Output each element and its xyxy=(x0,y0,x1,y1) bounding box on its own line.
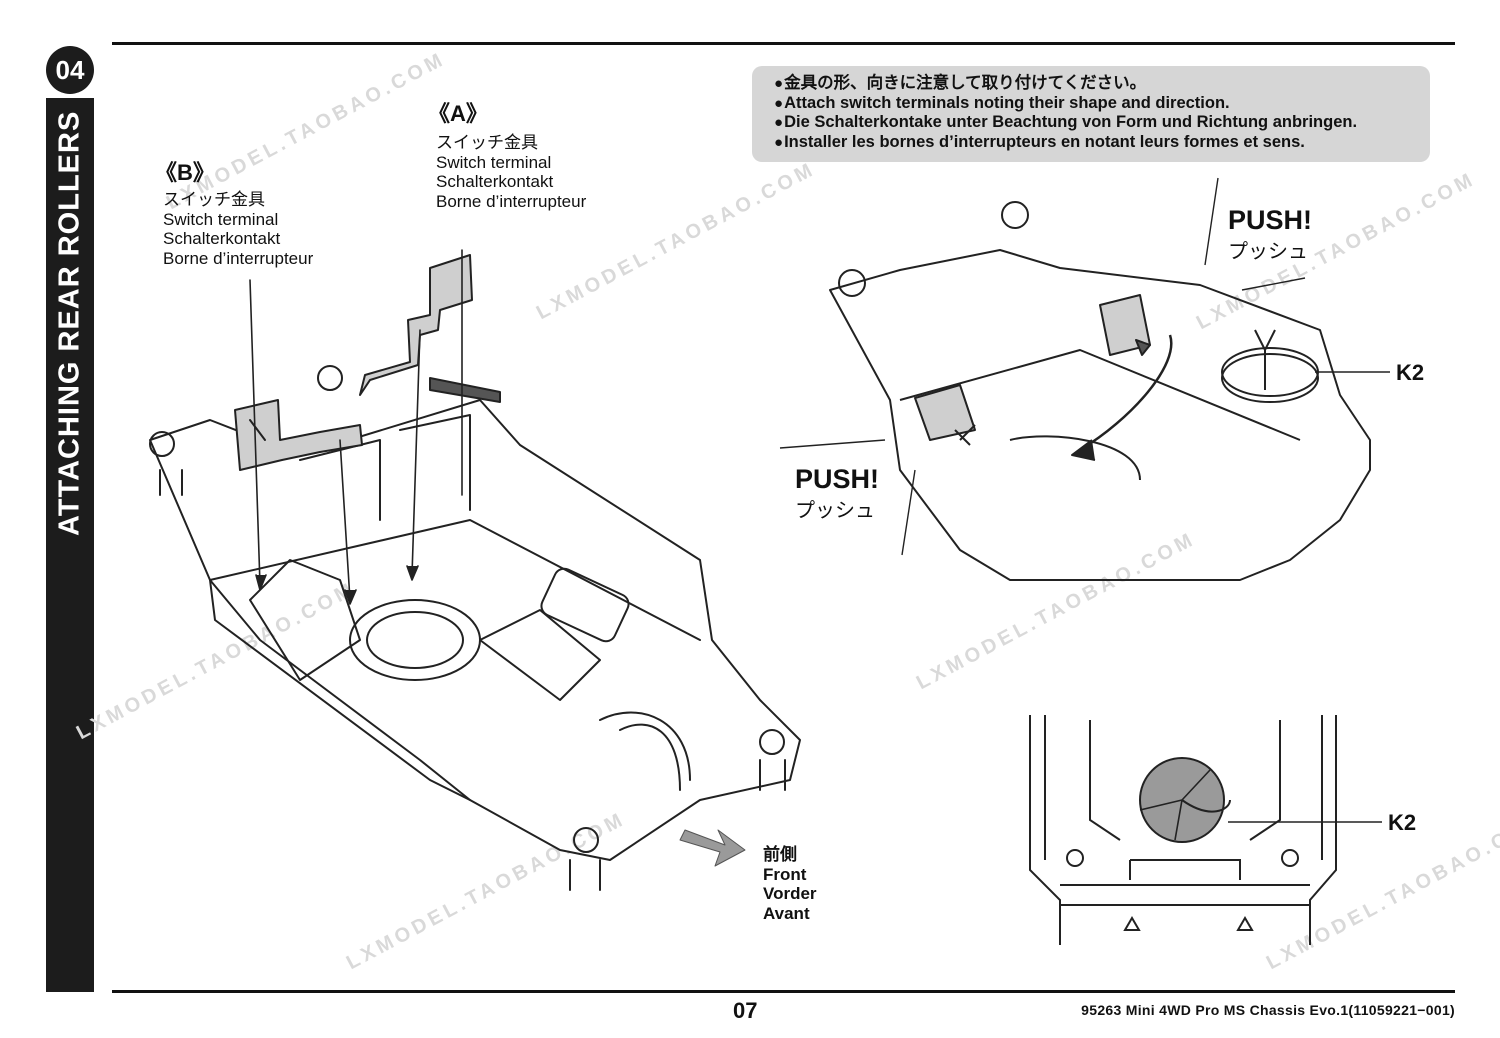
part-b-marker: 《B》 xyxy=(155,160,215,185)
front-direction-label: 前側 Front Vorder Avant xyxy=(763,845,817,923)
k2-top-view-diagram xyxy=(1029,715,1382,945)
part-a-label: スイッチ金具 Switch terminal Schalterkontakt B… xyxy=(436,133,587,211)
top-rule xyxy=(112,42,1455,45)
k2-label-top: K2 xyxy=(1396,360,1425,385)
bottom-rule xyxy=(112,990,1455,993)
switch-terminal-b xyxy=(234,399,363,471)
note-line-en: ●Attach switch terminals noting their sh… xyxy=(774,93,1230,112)
push-label-left: PUSH! プッシュ xyxy=(795,464,880,522)
part-a-marker: 《A》 xyxy=(428,101,488,126)
chassis-left-diagram xyxy=(149,365,801,891)
page-number: 07 xyxy=(733,998,758,1023)
section-sidebar xyxy=(46,98,94,992)
k2-label-bottom: K2 xyxy=(1388,810,1417,835)
step-number-badge: 04 xyxy=(46,46,94,94)
k2-roller-part xyxy=(1221,353,1319,403)
product-reference: 95263 Mini 4WD Pro MS Chassis Evo.1(1105… xyxy=(1081,1002,1455,1018)
grease-tube-icon xyxy=(429,377,501,403)
instruction-note: ●金具の形、向きに注意して取り付けてください。 ●Attach switch t… xyxy=(752,66,1430,162)
part-b-label: スイッチ金具 Switch terminal Schalterkontakt B… xyxy=(163,190,314,268)
chassis-detail-diagram xyxy=(779,177,1390,581)
push-label-top: PUSH! プッシュ xyxy=(1228,205,1313,263)
note-line-jp: ●金具の形、向きに注意して取り付けてください。 xyxy=(774,74,1147,92)
note-line-de: ●Die Schalterkontake unter Beachtung von… xyxy=(774,113,1358,131)
switch-terminal-a xyxy=(359,254,473,396)
front-direction-arrow-icon xyxy=(679,829,746,867)
note-line-fr: ●Installer les bornes d’interrupteurs en… xyxy=(774,132,1305,151)
